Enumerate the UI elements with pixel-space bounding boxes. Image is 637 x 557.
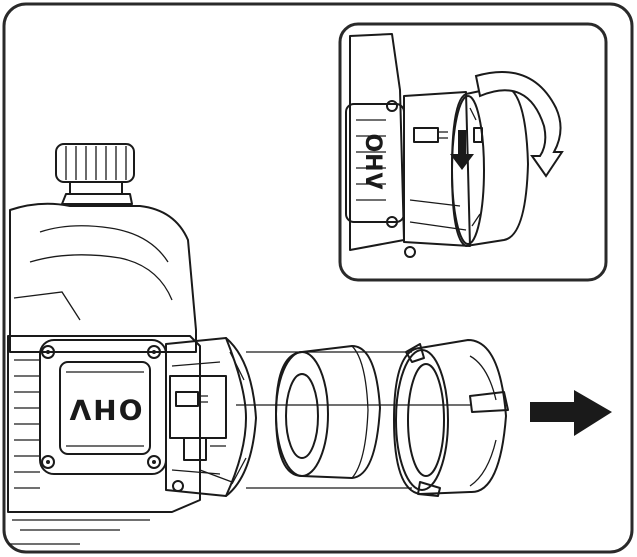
removal-direction-arrow-icon (530, 390, 612, 436)
fuel-cap (55, 143, 135, 205)
push-down-arrow-icon (450, 130, 474, 170)
engine-face-plate: OHV (39, 339, 167, 475)
ohv-label-main: OHV (68, 393, 143, 426)
ohv-label-inset: OHV (360, 133, 385, 190)
foam-filter-element (275, 345, 381, 479)
engine-body (7, 143, 201, 545)
rotation-arrow-icon (474, 71, 564, 178)
face-screws (41, 345, 161, 469)
filter-cover (393, 339, 509, 497)
detail-inset: OHV (338, 22, 608, 282)
filter-housing-base (165, 337, 257, 497)
